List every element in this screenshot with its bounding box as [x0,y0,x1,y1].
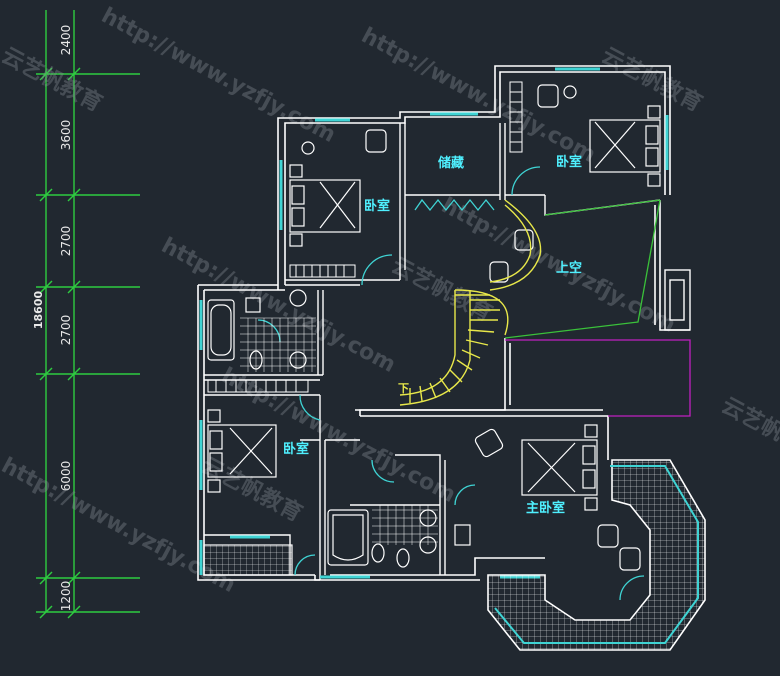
armchairs [301,84,641,571]
void-outline [504,199,661,339]
windows [199,67,669,579]
east-bay [664,269,691,331]
bathroom-master-tiles [372,505,438,545]
bathroom-west [207,289,307,370]
dimension-2700-upper: 2700 [59,226,73,257]
room-label-bedroom-west: 卧室 [283,441,309,457]
balcony-outline [505,339,691,417]
watermark-brand: 云艺帆教育 [717,392,780,467]
bed-northeast [589,105,661,187]
room-label-storage: 储藏 [437,155,464,171]
bed-west [207,409,277,493]
dimension-chain [36,10,140,619]
dimension-3600: 3600 [59,120,73,151]
watermark-brand: 云艺帆教育 [387,252,496,327]
watermark-brand: 云艺帆教育 [0,42,107,117]
bathroom-west-tiles [240,317,316,372]
watermark-brand: 云艺帆教育 [197,452,306,527]
bed-north [289,164,361,247]
stair-down-label: 下 [398,382,409,395]
bathroom-master [327,509,471,568]
watermark-url: http://www.yzfjy.com [97,3,339,148]
dimension-1200: 1200 [59,581,73,612]
room-label-void: 上空 [556,260,582,276]
bed-master [521,424,598,511]
room-label-master-bedroom: 主卧室 [526,500,565,516]
dimension-2700-lower: 2700 [59,315,73,346]
dimension-2400: 2400 [59,25,73,56]
dimension-total-18600: 18600 [32,291,45,330]
dimension-6000: 6000 [59,461,73,492]
doors [257,166,645,601]
staircase [399,199,542,406]
west-balcony [203,544,293,576]
storage-shelving [414,198,495,212]
room-label-bedroom-northeast: 卧室 [556,154,582,170]
bay-balcony [487,459,706,651]
room-label-bedroom-north: 卧室 [364,198,390,214]
wardrobes [207,81,523,393]
watermark-url: http://www.yzfjy.com [357,23,599,168]
